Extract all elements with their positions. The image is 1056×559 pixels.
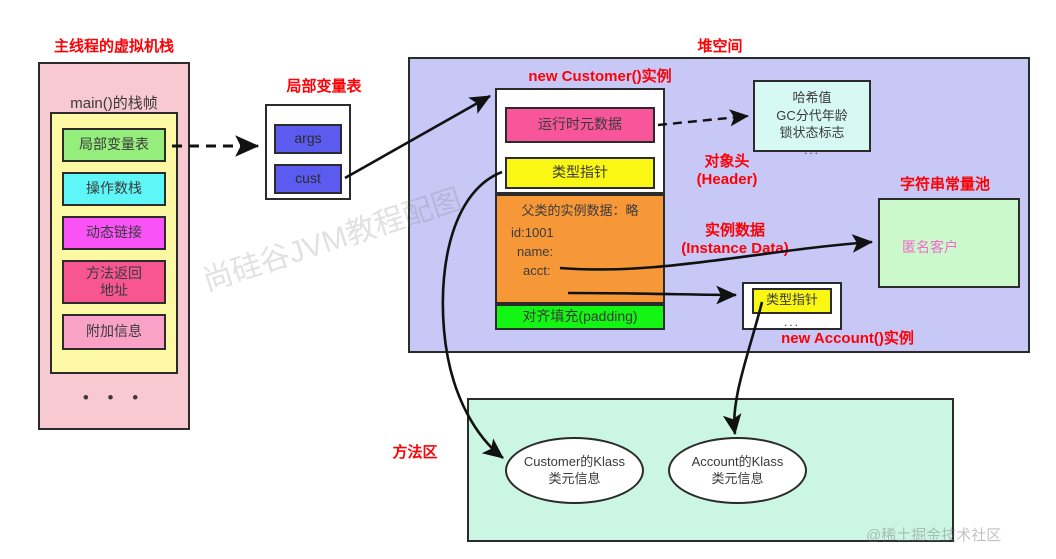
instance-data-label-cn: 实例数据 [704, 222, 765, 239]
frame-slot-return-address: 方法返回 地址 [62, 260, 166, 304]
customer-instance-caption: new Customer()实例 [528, 68, 672, 85]
frame-slot-local-variable-table: 局部变量表 [62, 128, 166, 162]
string-pool-value: 匿名客户 [902, 239, 958, 255]
parent-instance-data-text: 父类的实例数据：略 [521, 203, 639, 218]
return-address-line1: 方法返回 [86, 264, 142, 281]
instance-data-label-en: (Instance Data) [681, 240, 789, 257]
local-variable-table-title: 局部变量表 [286, 78, 362, 95]
return-address-line2: 地址 [100, 282, 128, 298]
customer-klass-line2: 类元信息 [548, 470, 601, 486]
account-instance-caption: new Account()实例 [781, 330, 914, 347]
customer-instance-data-box: 父类的实例数据：略 id:1001 name: acct: [495, 194, 665, 304]
alignment-padding-box: 对齐填充(padding) [495, 304, 665, 330]
vm-stack-title: 主线程的虚拟机栈 [53, 38, 174, 55]
string-constant-pool-box: 匿名客户 [878, 198, 1020, 288]
heap-title: 堆空间 [697, 38, 743, 55]
account-klass-line2: 类元信息 [711, 470, 764, 486]
mark-word-hash: 哈希值 [792, 90, 832, 105]
string-constant-pool-title: 字符串常量池 [899, 176, 990, 193]
mark-word-box: 哈希值 GC分代年龄 锁状态标志 ... [753, 80, 871, 157]
mark-word-gc-age: GC分代年龄 [776, 107, 848, 123]
mark-word-lock-flag: 锁状态标志 [779, 125, 845, 141]
account-fields-ellipsis: ... [783, 315, 800, 329]
runtime-metadata-box: 运行时元数据 [505, 107, 655, 143]
customer-type-pointer-box: 类型指针 [505, 157, 655, 189]
frame-slot-dynamic-linking: 动态链接 [62, 216, 166, 250]
frame-slot-operand-stack: 操作数栈 [62, 172, 166, 206]
instance-data-label: 实例数据 (Instance Data) [660, 222, 810, 258]
mark-word-ellipsis: ... [803, 142, 820, 157]
account-type-pointer-box: 类型指针 [752, 288, 832, 314]
lvt-slot-args: args [274, 124, 342, 154]
account-klass-node: Account的Klass 类元信息 [668, 437, 807, 504]
main-frame-title: main()的栈帧 [70, 95, 158, 112]
object-header-label-cn: 对象头 [704, 153, 750, 170]
method-area-title: 方法区 [392, 444, 438, 461]
object-header-label: 对象头 (Header) [672, 153, 782, 189]
account-instance-box: 类型指针 ... [742, 282, 842, 330]
object-header-label-en: (Header) [696, 171, 758, 188]
account-klass-line1: Account的Klass [691, 453, 784, 469]
stack-frames-ellipsis: • • • [82, 388, 146, 407]
customer-klass-node: Customer的Klass 类元信息 [505, 437, 644, 504]
frame-slot-additional-info: 附加信息 [62, 314, 166, 350]
field-acct: acct: [523, 262, 551, 278]
field-id: id:1001 [511, 225, 554, 241]
field-name: name: [517, 244, 554, 260]
lvt-slot-cust: cust [274, 164, 342, 194]
customer-klass-line1: Customer的Klass [523, 453, 626, 469]
